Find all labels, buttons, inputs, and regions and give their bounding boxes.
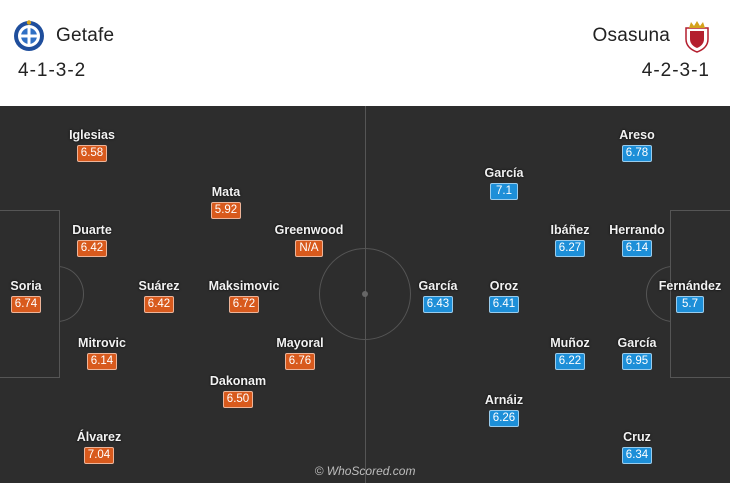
away-player-munoz[interactable]: Muñoz 6.22 [530,336,610,370]
player-rating: 6.14 [621,240,653,257]
away-player-herrando[interactable]: Herrando 6.14 [597,223,677,257]
player-name: García [617,336,657,350]
player-name: Mayoral [276,336,324,350]
player-name: García [484,166,524,180]
player-name: Herrando [609,223,665,237]
player-rating: 6.58 [76,145,108,162]
away-formation: 4-2-3-1 [641,60,710,81]
player-name: Álvarez [76,430,122,444]
player-name: Mata [211,185,241,199]
home-player-suarez[interactable]: Suárez 6.42 [119,279,199,313]
player-rating: 6.72 [228,296,260,313]
home-player-mitrovic[interactable]: Mitrovic 6.14 [62,336,142,370]
watermark: © WhoScored.com [314,464,416,478]
player-name: Soria [10,279,42,293]
getafe-crest-icon [14,20,44,51]
player-rating: 6.27 [554,240,586,257]
player-rating: 6.74 [10,296,42,313]
center-spot [362,291,368,297]
home-player-duarte[interactable]: Duarte 6.42 [52,223,132,257]
player-name: Ibáñez [550,223,590,237]
home-formation: 4-1-3-2 [18,60,87,81]
away-player-garcia-3[interactable]: García 6.95 [597,336,677,370]
home-player-mata[interactable]: Mata 5.92 [186,185,266,219]
away-team[interactable]: Osasuna [593,19,714,53]
home-team-name: Getafe [56,25,115,46]
player-rating: 7.04 [83,447,115,464]
away-player-areso[interactable]: Areso 6.78 [597,128,677,162]
player-name: Cruz [623,430,651,444]
player-name: Fernández [658,279,722,293]
player-rating: 6.26 [488,410,520,427]
player-rating: N/A [295,240,323,257]
away-player-garcia-2[interactable]: García 6.43 [398,279,478,313]
match-header: Getafe 4-1-3-2 Osasuna 4-2-3-1 [0,0,730,106]
home-team[interactable]: Getafe [12,19,114,53]
player-rating: 6.42 [76,240,108,257]
player-rating: 6.43 [422,296,454,313]
player-rating: 6.50 [222,391,254,408]
away-player-ibanez[interactable]: Ibáñez 6.27 [530,223,610,257]
player-name: Greenwood [274,223,344,237]
away-player-arnaiz[interactable]: Arnáiz 6.26 [464,393,544,427]
home-player-soria[interactable]: Soria 6.74 [0,279,66,313]
player-rating: 6.78 [621,145,653,162]
player-name: Oroz [489,279,519,293]
player-rating: 6.95 [621,353,653,370]
osasuna-crest-icon [685,21,709,53]
player-rating: 7.1 [490,183,518,200]
player-name: Dakonam [209,374,267,388]
home-player-maksimovic[interactable]: Maksimovic 6.72 [204,279,284,313]
player-name: Muñoz [550,336,590,350]
player-name: Suárez [138,279,180,293]
player-rating: 6.22 [554,353,586,370]
player-name: Maksimovic [208,279,280,293]
home-player-alvarez[interactable]: Álvarez 7.04 [59,430,139,464]
away-player-garcia-1[interactable]: García 7.1 [464,166,544,200]
player-rating: 6.42 [143,296,175,313]
home-player-greenwood[interactable]: Greenwood N/A [269,223,349,257]
player-rating: 6.41 [488,296,520,313]
home-player-dakonam[interactable]: Dakonam 6.50 [198,374,278,408]
player-rating: 6.34 [621,447,653,464]
player-name: Areso [619,128,655,142]
player-name: García [418,279,458,293]
center-circle [319,248,411,340]
away-player-fernandez[interactable]: Fernández 5.7 [650,279,730,313]
pitch: Iglesias 6.58 Mata 5.92 Duarte 6.42 Gree… [0,106,730,483]
home-player-mayoral[interactable]: Mayoral 6.76 [260,336,340,370]
away-penalty-box [670,210,730,378]
player-rating: 6.14 [86,353,118,370]
player-name: Mitrovic [78,336,126,350]
player-name: Iglesias [69,128,115,142]
away-player-oroz[interactable]: Oroz 6.41 [464,279,544,313]
player-rating: 5.92 [210,202,242,219]
home-player-iglesias[interactable]: Iglesias 6.58 [52,128,132,162]
player-name: Arnáiz [484,393,524,407]
player-name: Duarte [72,223,112,237]
away-team-name: Osasuna [592,25,670,46]
player-rating: 6.76 [284,353,316,370]
away-player-cruz[interactable]: Cruz 6.34 [597,430,677,464]
home-penalty-box [0,210,60,378]
player-rating: 5.7 [676,296,704,313]
